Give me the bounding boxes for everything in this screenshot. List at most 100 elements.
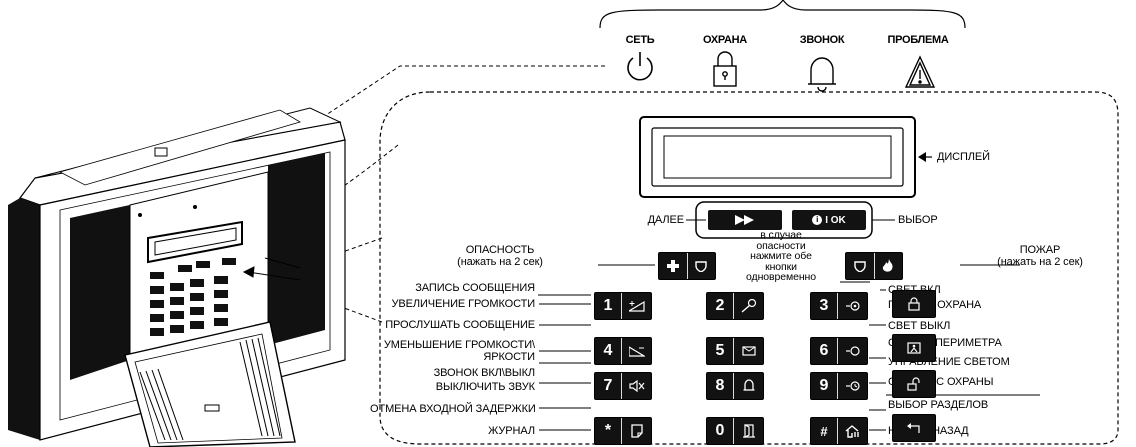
panic-note-line2: опасности	[756, 239, 806, 252]
light-off-icon	[838, 345, 867, 357]
lock-icon	[893, 297, 935, 311]
volume-down-label-line2: ЯРКОСТИ	[483, 351, 535, 363]
chime-toggle-label: ЗВОНОК ВКЛ\ВЫКЛ	[433, 367, 535, 379]
select-label: ВЫБОР	[898, 214, 938, 226]
next-label: ДАЛЕЕ	[647, 214, 685, 226]
key-separator	[733, 338, 734, 364]
door-exit-icon	[734, 424, 763, 438]
ok-button[interactable]: i I OK	[792, 210, 866, 230]
key-separator	[621, 293, 622, 319]
key-hash-digit: #	[820, 423, 828, 439]
volume-down-label: УМЕНЬШЕНИЕ ГРОМКОСТИ\ ЯРКОСТИ	[380, 339, 535, 363]
key-6-digit: 6	[819, 342, 829, 359]
key-4-digit: 4	[603, 342, 613, 359]
key-separator	[873, 253, 875, 279]
emergency-button[interactable]	[658, 252, 716, 280]
bell-icon	[808, 57, 836, 92]
panic-note-line3: нажмите обе	[750, 250, 812, 262]
key-separator	[621, 418, 622, 444]
volume-up-label: УВЕЛИЧЕНИЕ ГРОМКОСТИ	[391, 298, 535, 310]
next-button[interactable]	[708, 210, 782, 230]
key-separator	[733, 373, 734, 399]
key-4[interactable]: 4	[594, 337, 652, 365]
indicator-label-armed: ОХРАНА	[703, 34, 747, 46]
display-label: ДИСПЛЕЙ	[937, 151, 990, 163]
volume-up-icon	[622, 300, 651, 312]
panic-note-line1: в случае	[760, 229, 802, 241]
key-3-digit: 3	[819, 297, 829, 314]
indicator-label-chime: ЗВОНОК	[799, 34, 845, 46]
microphone-icon	[734, 299, 763, 313]
key-separator	[837, 418, 838, 444]
key-separator	[837, 293, 838, 319]
perimeter-arm-button[interactable]	[892, 334, 936, 362]
flame-icon	[875, 259, 903, 273]
indicator-brace	[599, 0, 966, 29]
warning-icon	[904, 55, 936, 88]
key-9-digit: 9	[819, 377, 829, 394]
shield-icon	[688, 260, 716, 272]
key-hash[interactable]: #	[810, 417, 868, 445]
indicator-label-trouble: ПРОБЛЕМА	[887, 34, 949, 46]
key-separator	[837, 338, 838, 364]
cancel-exit-delay-label: ОТМЕНА ВХОДНОЙ ЗАДЕРЖКИ	[370, 403, 536, 415]
key-separator	[621, 338, 622, 364]
power-icon	[627, 52, 653, 81]
device-illustration	[8, 107, 346, 447]
key-5-digit: 5	[715, 342, 725, 359]
fire-button[interactable]	[845, 252, 903, 280]
fire-label-line1: ПОЖАР	[1019, 244, 1061, 256]
mute-label: ВЫКЛЮЧИТЬ ЗВУК	[435, 381, 535, 393]
bell-icon	[734, 379, 763, 393]
fire-label: ПОЖАР (нажать на 2 сек)	[980, 244, 1100, 268]
mute-icon	[622, 380, 651, 392]
key-0-digit: 0	[715, 422, 725, 439]
key-star[interactable]: *	[594, 417, 652, 445]
light-off-label: СВЕТ ВЫКЛ	[888, 320, 951, 332]
light-timer-icon	[838, 380, 867, 392]
plus-icon	[659, 260, 687, 272]
key-1[interactable]: 1	[594, 292, 652, 320]
emergency-label: ОПАСНОСТЬ (нажать на 2 сек)	[400, 244, 600, 268]
key-2-digit: 2	[715, 297, 725, 314]
record-message-label: ЗАПИСЬ СООБЩЕНИЯ	[415, 282, 535, 294]
panic-note-line5: одновременно	[746, 271, 816, 283]
log-icon	[622, 424, 651, 438]
log-label: ЖУРНАЛ	[488, 425, 535, 437]
device-arrows	[242, 257, 301, 281]
panic-note: в случае опасности нажмите обе кнопки од…	[721, 230, 841, 283]
fire-label-line2: (нажать на 2 сек)	[997, 256, 1083, 268]
key-2[interactable]: 2	[706, 292, 764, 320]
key-8[interactable]: 8	[706, 372, 764, 400]
partition-select-label: ВЫБОР РАЗДЕЛОВ	[888, 399, 989, 411]
shield-icon	[846, 260, 874, 272]
message-icon	[734, 346, 763, 356]
volume-down-icon	[622, 345, 651, 357]
disarm-button[interactable]	[892, 370, 936, 398]
home-person-icon	[893, 342, 935, 354]
back-arrow-icon	[893, 422, 935, 434]
back-button[interactable]	[892, 414, 936, 442]
key-separator	[733, 418, 734, 444]
ok-key-label: I OK	[825, 214, 846, 226]
key-5[interactable]: 5	[706, 337, 764, 365]
key-1-digit: 1	[603, 297, 613, 314]
indicator-label-power: СЕТЬ	[625, 34, 655, 46]
key-9[interactable]: 9	[810, 372, 868, 400]
key-separator	[837, 373, 838, 399]
key-3[interactable]: 3	[810, 292, 868, 320]
emergency-label-line2: (нажать на 2 сек)	[457, 256, 543, 268]
partitions-icon	[838, 424, 867, 438]
key-0[interactable]: 0	[706, 417, 764, 445]
keypad-outline	[379, 91, 1119, 445]
key-7[interactable]: 7	[594, 372, 652, 400]
panic-note-line4: кнопки	[765, 260, 797, 273]
full-arm-button[interactable]	[892, 290, 936, 318]
key-separator	[733, 293, 734, 319]
key-8-digit: 8	[715, 377, 725, 394]
lcd-display	[639, 116, 916, 198]
play-message-label: ПРОСЛУШАТЬ СООБЩЕНИЕ	[385, 319, 535, 331]
key-7-digit: 7	[603, 377, 613, 394]
key-6[interactable]: 6	[810, 337, 868, 365]
